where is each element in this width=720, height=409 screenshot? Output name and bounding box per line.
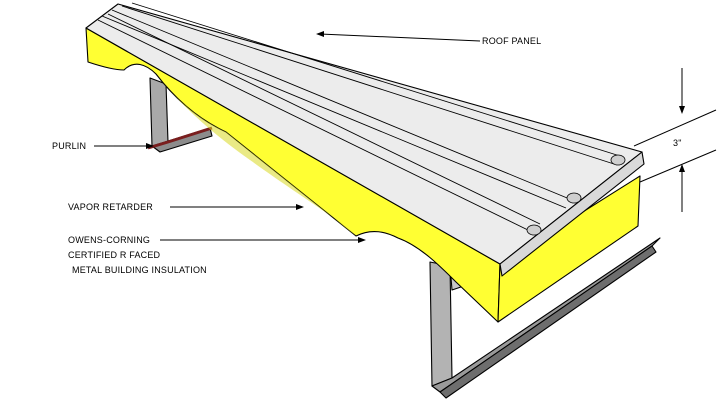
dimension-extension-bottom	[639, 149, 717, 183]
insulation-label-line2: CERTIFIED R FACED	[68, 250, 161, 260]
purlin-leader-arrow	[146, 143, 154, 149]
back-purlin-cap	[147, 126, 213, 150]
roof-panel-front-edge	[499, 151, 645, 277]
dimension-arrow-lower	[679, 164, 685, 172]
roof-panel	[85, 2, 645, 277]
back-purlin	[147, 77, 213, 153]
roof-panel-ribs	[97, 2, 621, 233]
insulation-end-face	[497, 175, 641, 323]
roof-panel-label: ROOF PANEL	[482, 36, 541, 46]
leader-lines	[94, 31, 481, 243]
roof-panel-leader	[319, 33, 481, 42]
thickness-dimension: 3"	[633, 68, 717, 212]
vapor-retarder-label: VAPOR RETARDER	[68, 202, 153, 212]
back-purlin-web	[149, 77, 169, 147]
dimension-arrow-upper	[679, 106, 685, 114]
insulation-leader-arrow	[358, 237, 366, 243]
roof-panel-leader-arrow	[316, 31, 324, 37]
dimension-label: 3"	[673, 138, 682, 148]
front-purlin-web	[429, 261, 453, 387]
vapor-retarder-leader-arrow	[296, 204, 304, 210]
purlin-label: PURLIN	[52, 141, 86, 151]
insulation-blanket	[85, 27, 641, 323]
insulation-shadow-band	[156, 74, 356, 236]
dimension-extension-top	[633, 109, 717, 147]
insulation-label-line1: OWENS-CORNING	[68, 235, 150, 245]
front-purlin-lip	[439, 245, 657, 399]
insulation-label-line3: METAL BUILDING INSULATION	[72, 265, 207, 275]
front-purlin-bottom-flange	[431, 237, 661, 393]
roof-panel-rib-highlights	[526, 154, 626, 236]
